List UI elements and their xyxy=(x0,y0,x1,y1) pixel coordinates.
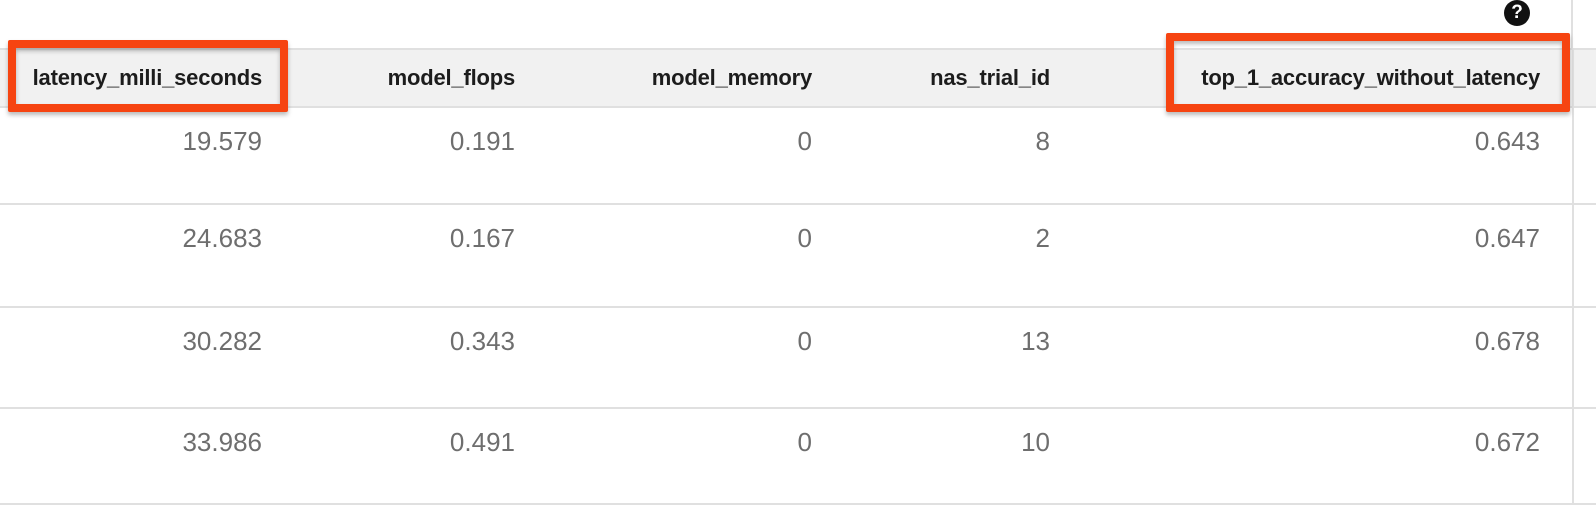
help-icon[interactable]: ? xyxy=(1504,0,1530,26)
help-icon-glyph: ? xyxy=(1511,2,1523,23)
cell-model-memory: 0 xyxy=(539,107,836,205)
cell-latency-milli-seconds: 33.986 xyxy=(0,408,286,505)
header-spacer-cell xyxy=(1572,48,1596,108)
cell-top-1-accuracy-without-latency: 0.647 xyxy=(1074,204,1573,308)
cell-nas-trial-id: 8 xyxy=(836,107,1074,205)
cell-top-1-accuracy-without-latency: 0.643 xyxy=(1074,107,1573,205)
row-spacer-cell xyxy=(1572,408,1596,505)
column-header-nas-trial-id[interactable]: nas_trial_id xyxy=(836,48,1074,108)
column-divider xyxy=(1571,0,1573,50)
cell-top-1-accuracy-without-latency: 0.678 xyxy=(1074,307,1573,409)
column-header-model-flops[interactable]: model_flops xyxy=(286,48,539,108)
cell-model-flops: 0.491 xyxy=(286,408,539,505)
cell-model-memory: 0 xyxy=(539,204,836,308)
column-header-top-1-accuracy-without-latency[interactable]: top_1_accuracy_without_latency xyxy=(1074,48,1573,108)
cell-top-1-accuracy-without-latency: 0.672 xyxy=(1074,408,1573,505)
row-spacer-cell xyxy=(1572,307,1596,409)
table-row: 30.282 0.343 0 13 0.678 xyxy=(0,307,1596,409)
row-spacer-cell xyxy=(1572,107,1596,205)
table-row: 24.683 0.167 0 2 0.647 xyxy=(0,204,1596,308)
cell-nas-trial-id: 13 xyxy=(836,307,1074,409)
cell-latency-milli-seconds: 30.282 xyxy=(0,307,286,409)
cell-model-flops: 0.167 xyxy=(286,204,539,308)
row-spacer-cell xyxy=(1572,204,1596,308)
cell-model-memory: 0 xyxy=(539,408,836,505)
cell-latency-milli-seconds: 19.579 xyxy=(0,107,286,205)
cell-nas-trial-id: 2 xyxy=(836,204,1074,308)
table-row: 19.579 0.191 0 8 0.643 xyxy=(0,107,1596,205)
table-row: 33.986 0.491 0 10 0.672 xyxy=(0,408,1596,505)
cell-latency-milli-seconds: 24.683 xyxy=(0,204,286,308)
column-header-latency-milli-seconds[interactable]: latency_milli_seconds xyxy=(0,48,286,108)
cell-model-flops: 0.191 xyxy=(286,107,539,205)
cell-nas-trial-id: 10 xyxy=(836,408,1074,505)
cell-model-flops: 0.343 xyxy=(286,307,539,409)
nas-trials-table: latency_milli_seconds model_flops model_… xyxy=(0,48,1596,505)
cell-model-memory: 0 xyxy=(539,307,836,409)
column-header-model-memory[interactable]: model_memory xyxy=(539,48,836,108)
table-header-row: latency_milli_seconds model_flops model_… xyxy=(0,48,1596,108)
